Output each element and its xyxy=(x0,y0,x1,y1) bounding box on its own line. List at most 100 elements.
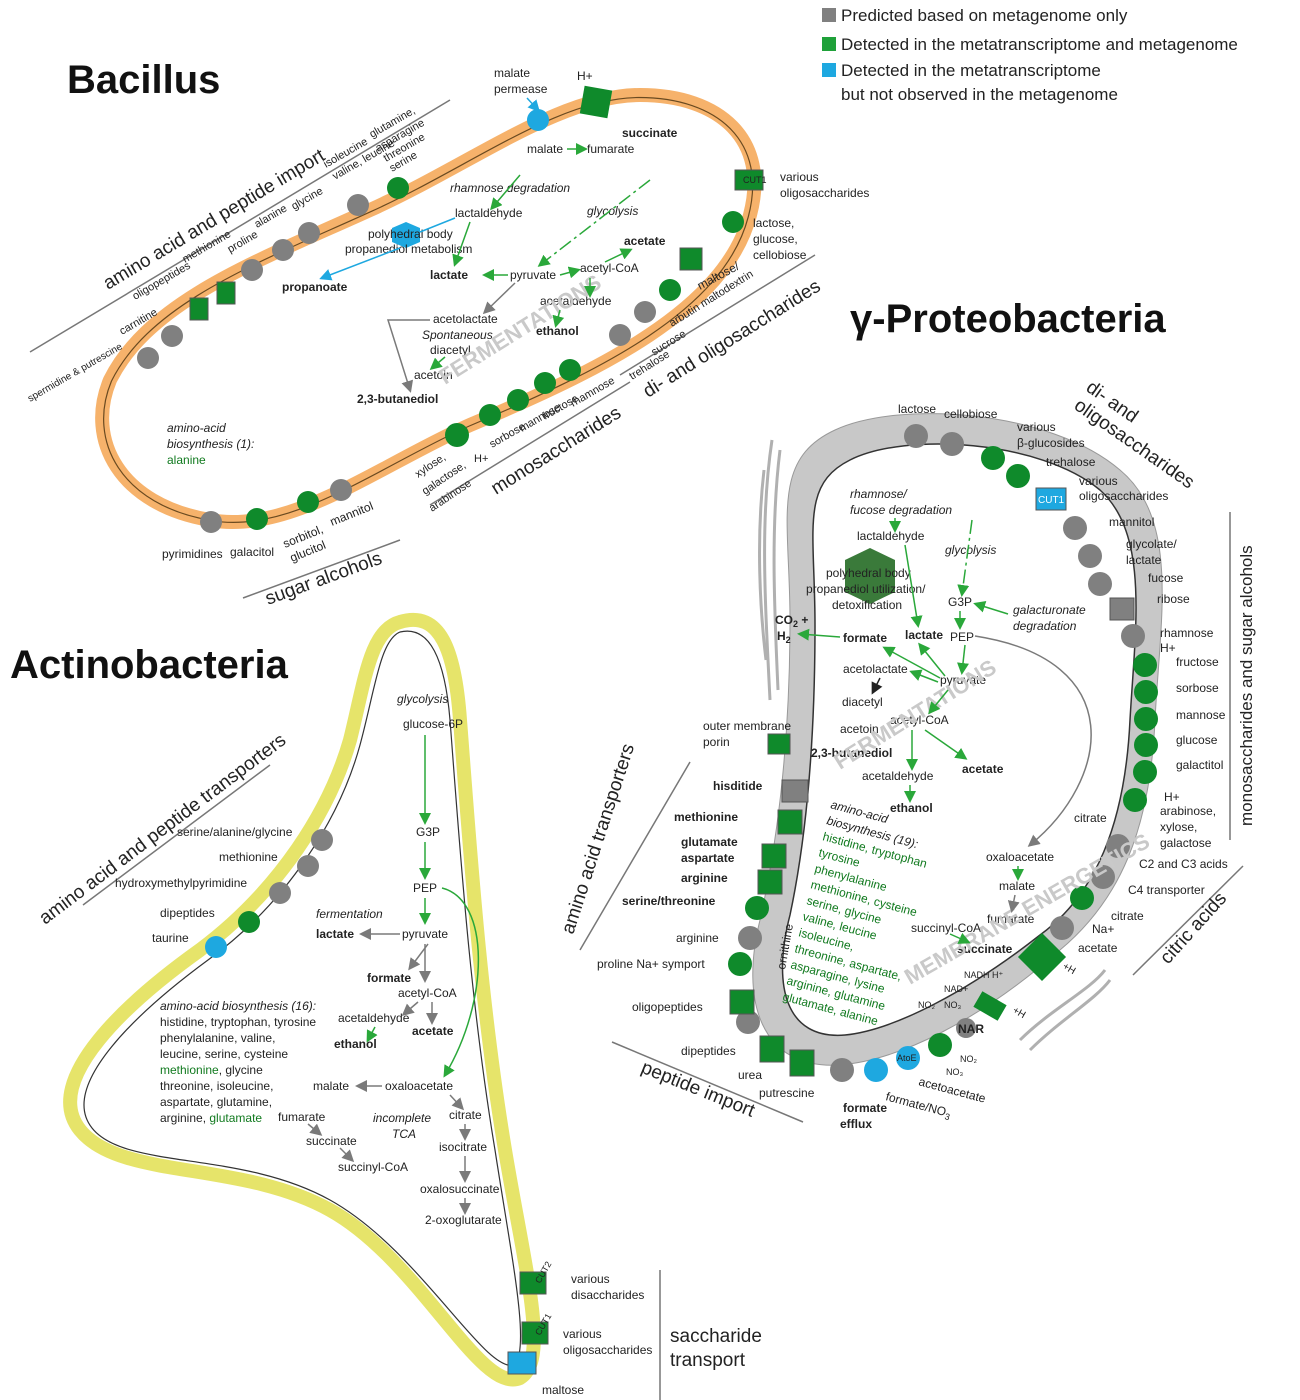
bac-lactose: lactose, xyxy=(753,216,794,230)
proteo-t-proline xyxy=(728,952,752,976)
proteo-t-putrescine xyxy=(830,1058,854,1082)
actino-title: Actinobacteria xyxy=(10,643,289,687)
proteo-t-glutamate xyxy=(762,844,786,868)
actino-acetate: acetate xyxy=(412,1024,454,1038)
proteo-formate-efflux: formate xyxy=(843,1101,887,1115)
transporter-lactose xyxy=(722,211,744,233)
bac-cut1: CUT1 xyxy=(743,175,767,185)
bac-propanoate: propanoate xyxy=(282,280,348,294)
proteo-proline: proline Na+ symport xyxy=(597,957,705,971)
proteo-c4: C4 transporter xyxy=(1128,883,1205,897)
actino-acetyl-coa: acetyl-CoA xyxy=(398,986,457,1000)
legend-gray-swatch xyxy=(822,8,836,22)
transporter-trehalose xyxy=(609,324,631,346)
actino-isocitrate: isocitrate xyxy=(439,1140,487,1154)
proteo-propanediol: propanediol utilization/ xyxy=(806,582,926,596)
actino-pep: PEP xyxy=(413,881,437,895)
proteo-malate: malate xyxy=(999,879,1035,893)
actino-transporter-hmp xyxy=(269,882,291,904)
transporter-fructose xyxy=(534,372,556,394)
bac-pyrimidines: pyrimidines xyxy=(162,547,223,561)
proteo-diacetyl: diacetyl xyxy=(842,695,883,709)
actino-incomplete: incomplete xyxy=(373,1111,431,1125)
bac-acetate: acetate xyxy=(624,234,666,248)
transporter-spermidine xyxy=(137,347,159,369)
bac-arrow-2 xyxy=(560,270,578,275)
actino-serine: serine/alanine/glycine xyxy=(177,825,293,839)
legend-blue-swatch xyxy=(822,63,836,77)
bac-lactaldehyde: lactaldehyde xyxy=(455,206,523,220)
proteo-g3p: G3P xyxy=(948,595,972,609)
actino-g3p: G3P xyxy=(416,825,440,839)
proteo-rhamnose-fucose: rhamnose/ xyxy=(850,487,908,501)
proteo-hisdidite: hisditide xyxy=(713,779,763,793)
proteo-acetate2: acetate xyxy=(1078,941,1118,955)
transporter-rhamnose xyxy=(559,359,581,381)
actino-dipeptides: dipeptides xyxy=(160,906,215,920)
proteo-glycolysis: glycolysis xyxy=(945,543,996,557)
proteo-no3: NO₃ xyxy=(944,1000,962,1010)
proteo-oligopeptides: oligopeptides xyxy=(632,1000,703,1014)
bac-various: various xyxy=(780,170,819,184)
proteo-various-oligo: various xyxy=(1079,474,1118,488)
transporter-malate-permease xyxy=(527,109,549,131)
proteo-t-mannose xyxy=(1134,707,1158,731)
transporter-proline xyxy=(241,259,263,281)
proteo-c2c3: C2 and C3 acids xyxy=(1139,857,1228,871)
proteo-methionine: methionine xyxy=(674,810,738,824)
proteo-t-fructose xyxy=(1133,653,1157,677)
proteo-t-serthr xyxy=(745,896,769,920)
proteo-galacturonate: galacturonate xyxy=(1013,603,1086,617)
transporter-sorbitol xyxy=(297,491,319,513)
proteo-xylose: xylose, xyxy=(1160,820,1197,834)
proteo-galact-deg: degradation xyxy=(1013,619,1077,633)
actino-fermentation: fermentation xyxy=(316,907,383,921)
proteo-lactaldehyde: lactaldehyde xyxy=(857,529,925,543)
bac-cellobiose: cellobiose xyxy=(753,248,807,262)
proteo-aspartate: aspartate xyxy=(681,851,735,865)
proteo-nadh: NADH H⁺ xyxy=(964,970,1004,980)
bac-galacitol: galacitol xyxy=(230,545,274,559)
proteo-t-glycolate xyxy=(1078,544,1102,568)
bac-polyhedral-body: polyhedral body xyxy=(368,227,453,241)
proteo-t-trehalose xyxy=(1006,464,1030,488)
actino-aa-l6: aspartate, glutamine, xyxy=(160,1095,272,1109)
actino-arrow-t5 xyxy=(340,1148,352,1160)
actino-oxaloacetate: oxaloacetate xyxy=(385,1079,453,1093)
proteo-glucose: glucose xyxy=(1176,733,1218,747)
actino-glucose6p: glucose-6P xyxy=(403,717,463,731)
proteo-citrate-top: citrate xyxy=(1074,811,1107,825)
proteo-no3b: NO₃ xyxy=(946,1067,964,1077)
proteo-t-arabinose xyxy=(1123,788,1147,812)
proteo-hplus-m2: +H xyxy=(1011,1005,1028,1021)
actino-hmp: hydroxymethylpyrimidine xyxy=(115,876,247,890)
proteo-serthr: serine/threonine xyxy=(622,894,716,908)
proteo-fucose-deg: fucose degradation xyxy=(850,503,952,517)
proteo-formate: formate xyxy=(843,631,887,645)
proteo-porin2: porin xyxy=(703,735,730,749)
proteo-pep: PEP xyxy=(950,630,974,644)
proteo-hplus2: H+ xyxy=(1164,790,1180,804)
proteo-rhamnose: rhamnose xyxy=(1160,626,1214,640)
legend-green-label: Detected in the metatranscriptome and me… xyxy=(841,35,1238,54)
legend-blue-label-2: but not observed in the metagenome xyxy=(841,85,1118,104)
proteo-hplus-m: +H xyxy=(1061,961,1078,977)
proteo-glycolate: glycolate/ xyxy=(1126,537,1177,551)
proteo-galactitol: galactitol xyxy=(1176,758,1223,772)
actino-oxoglutarate: 2-oxoglutarate xyxy=(425,1213,502,1227)
proteo-t-ribose xyxy=(1110,598,1134,620)
proteo-hplus: H+ xyxy=(1160,641,1176,655)
proteo-ethanol: ethanol xyxy=(890,801,933,815)
proteo-mono-category: monosaccharides and sugar alcohols xyxy=(1237,545,1256,826)
bac-aa-biosynthesis: amino-acid xyxy=(167,421,226,435)
bacillus-aa-category: amino acid and peptide import xyxy=(100,145,330,294)
legend: Predicted based on metagenome only Detec… xyxy=(822,6,1238,104)
actino-acetaldehyde: acetaldehyde xyxy=(338,1011,410,1025)
proteobacteria-panel: γ-Proteobacteria di- and oligosaccharide… xyxy=(558,297,1256,1131)
transporter-serine xyxy=(387,177,409,199)
transporter-alanine xyxy=(272,239,294,261)
actino-ethanol: ethanol xyxy=(334,1037,377,1051)
proteo-acetolactate: acetolactate xyxy=(843,662,908,676)
bac-alanine-product: alanine xyxy=(167,453,206,467)
